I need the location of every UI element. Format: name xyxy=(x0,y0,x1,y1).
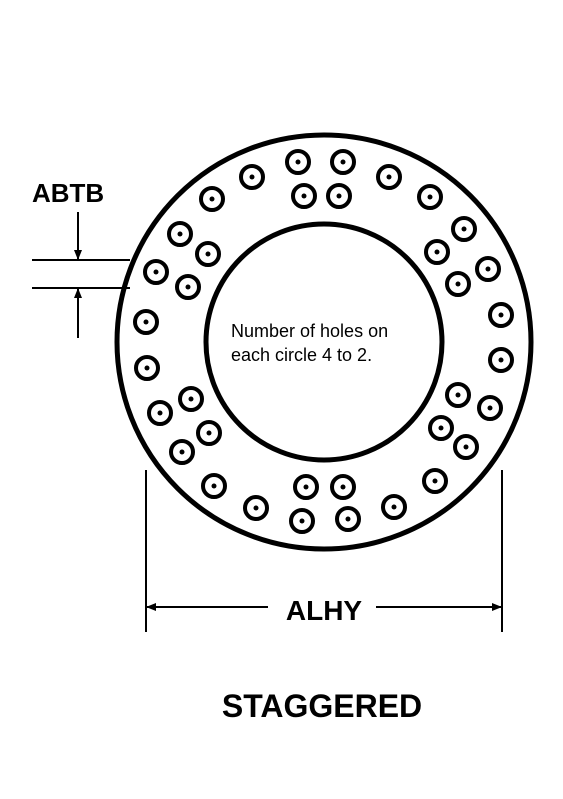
bolt-hole xyxy=(422,468,448,494)
outer-ring xyxy=(114,132,534,552)
alhy-dimension: ALHY xyxy=(145,470,503,632)
caption-staggered: STAGGERED xyxy=(222,688,422,724)
bolt-hole-center xyxy=(295,159,301,165)
bolt-hole xyxy=(175,274,201,300)
holes-group xyxy=(133,149,514,534)
bolt-hole xyxy=(445,271,471,297)
bolt-hole xyxy=(147,400,173,426)
bolt-hole-center xyxy=(340,484,346,490)
bolt-hole xyxy=(169,439,195,465)
bolt-hole-center xyxy=(249,174,255,180)
bolt-hole-center xyxy=(153,269,159,275)
note-line-2: each circle 4 to 2. xyxy=(231,345,372,365)
bolt-hole-center xyxy=(209,196,215,202)
bolt-hole-center xyxy=(434,249,440,255)
bolt-hole-center xyxy=(185,284,191,290)
bolt-hole xyxy=(335,506,361,532)
bolt-hole xyxy=(133,309,159,335)
bolt-hole xyxy=(289,508,315,534)
bolt-hole xyxy=(143,259,169,285)
bolt-hole-center xyxy=(303,484,309,490)
bolt-hole-center xyxy=(463,444,469,450)
bolt-hole-center xyxy=(336,193,342,199)
bolt-hole xyxy=(488,302,514,328)
inner-bore xyxy=(203,221,445,463)
bolt-hole xyxy=(475,256,501,282)
bolt-hole-center xyxy=(177,231,183,237)
bolt-hole-center xyxy=(205,251,211,257)
bolt-hole xyxy=(199,186,225,212)
bolt-hole-center xyxy=(391,504,397,510)
bolt-hole-center xyxy=(432,478,438,484)
bolt-hole-center xyxy=(253,505,259,511)
bolt-hole xyxy=(376,164,402,190)
note-line-1: Number of holes on xyxy=(231,321,388,341)
bolt-hole xyxy=(381,494,407,520)
bolt-hole xyxy=(451,216,477,242)
bolt-hole-center xyxy=(455,392,461,398)
bolt-hole-center xyxy=(179,449,185,455)
abtb-label: ABTB xyxy=(32,178,104,208)
bolt-hole xyxy=(453,434,479,460)
alhy-label: ALHY xyxy=(286,595,363,626)
bolt-hole-center xyxy=(144,365,150,371)
bolt-hole-center xyxy=(438,425,444,431)
bolt-hole xyxy=(239,164,265,190)
bolt-hole-center xyxy=(485,266,491,272)
bolt-hole xyxy=(330,149,356,175)
bolt-hole xyxy=(196,420,222,446)
bolt-hole-center xyxy=(386,174,392,180)
bolt-hole-center xyxy=(211,483,217,489)
bolt-hole xyxy=(330,474,356,500)
bolt-hole-center xyxy=(461,226,467,232)
bolt-hole-center xyxy=(188,396,194,402)
bolt-hole xyxy=(167,221,193,247)
bolt-hole xyxy=(201,473,227,499)
bolt-hole-center xyxy=(455,281,461,287)
bolt-hole-center xyxy=(340,159,346,165)
bolt-hole xyxy=(195,241,221,267)
bolt-hole xyxy=(477,395,503,421)
bolt-hole-center xyxy=(487,405,493,411)
bolt-hole-center xyxy=(498,357,504,363)
bolt-hole xyxy=(293,474,319,500)
bolt-hole xyxy=(445,382,471,408)
bolt-hole xyxy=(488,347,514,373)
bolt-hole xyxy=(178,386,204,412)
bolt-hole xyxy=(428,415,454,441)
bolt-hole-center xyxy=(299,518,305,524)
bolt-hole-center xyxy=(301,193,307,199)
bolt-hole xyxy=(326,183,352,209)
bolt-hole-center xyxy=(143,319,149,325)
bolt-hole xyxy=(285,149,311,175)
bolt-hole xyxy=(417,184,443,210)
bolt-hole xyxy=(134,355,160,381)
bolt-hole-center xyxy=(498,312,504,318)
bolt-hole-center xyxy=(345,516,351,522)
bolt-hole xyxy=(243,495,269,521)
bolt-hole xyxy=(424,239,450,265)
bolt-hole-center xyxy=(206,430,212,436)
bolt-hole-center xyxy=(157,410,163,416)
bolt-hole-center xyxy=(427,194,433,200)
abtb-dimension: ABTB xyxy=(32,178,130,338)
bolt-hole xyxy=(291,183,317,209)
